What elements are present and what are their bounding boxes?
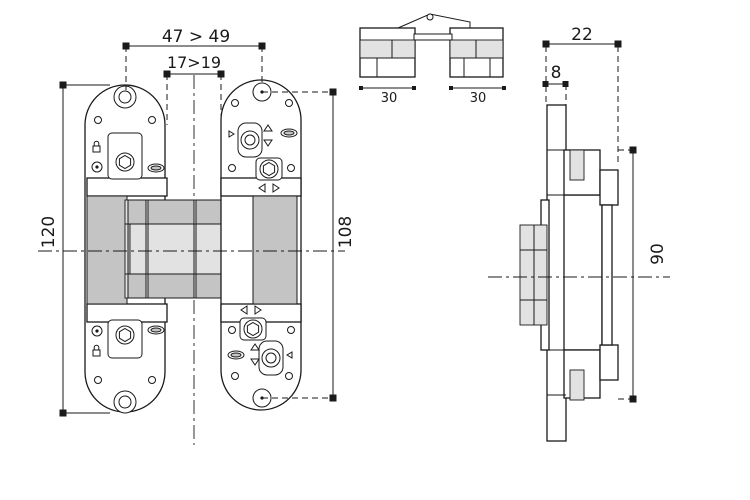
dimension-offset: 17>19 [163, 53, 225, 78]
dimension-label: 22 [571, 25, 593, 45]
dimension-label: 90 [648, 243, 668, 265]
dimension-side-offset: 8 [542, 63, 569, 87]
lock-icon [92, 140, 101, 153]
dimension-side-height: 90 [629, 146, 668, 403]
right-leaf [220, 79, 302, 411]
dimension-label: 108 [336, 216, 356, 248]
dimension-label: 120 [39, 216, 59, 248]
dimension-total-height: 120 [39, 81, 110, 417]
left-leaf [84, 84, 168, 414]
dimension-label: 8 [551, 63, 562, 83]
adjust-screw-icon [91, 161, 103, 173]
brand-logo-icon [280, 128, 298, 138]
adjust-arrow-icon [250, 343, 293, 366]
adjust-arrow-icon [228, 124, 273, 147]
top-view: 30 30 [359, 13, 506, 106]
dimension-label: 47 > 49 [162, 27, 230, 47]
dimension-top-left-width: 30 [359, 86, 416, 106]
adjust-screw-icon [91, 325, 103, 337]
brand-logo-icon [227, 350, 245, 360]
adjust-arrow-icon [258, 183, 280, 193]
front-view: 47 > 49 17>19 120 108 [38, 27, 356, 445]
dimension-top-right-width: 30 [449, 86, 506, 106]
dimension-side-depth: 22 [542, 25, 622, 48]
brand-logo-icon [147, 325, 165, 335]
dimension-label: 30 [381, 91, 398, 106]
lock-icon [92, 344, 101, 357]
dimension-label: 30 [470, 91, 487, 106]
adjust-arrow-icon [240, 305, 262, 315]
brand-logo-icon [147, 163, 165, 173]
dimension-open-width: 47 > 49 [122, 27, 266, 50]
dimension-leaf-height: 108 [329, 88, 356, 402]
side-view: 22 8 90 [488, 25, 670, 442]
dimension-label: 17>19 [167, 53, 221, 72]
